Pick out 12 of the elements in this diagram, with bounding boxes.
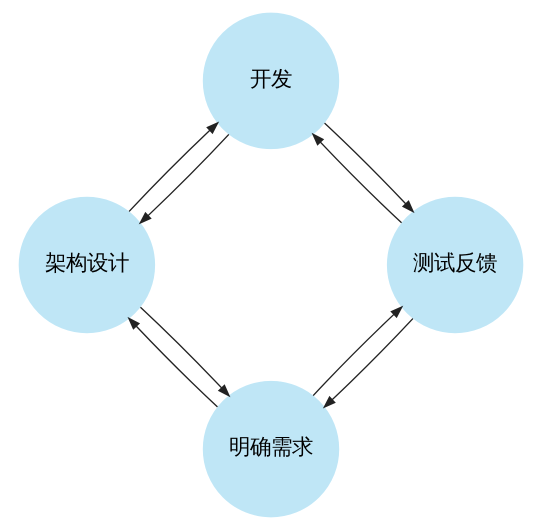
arrow xyxy=(312,132,402,224)
node-circle: 开发 xyxy=(202,12,340,150)
arrow xyxy=(128,121,220,212)
arrow xyxy=(127,316,218,408)
arrow xyxy=(140,306,230,398)
arrow xyxy=(322,318,414,409)
node-circle: 明确需求 xyxy=(202,380,340,518)
arrow xyxy=(138,134,230,224)
node-circle: 架构设计 xyxy=(18,196,156,334)
arrow xyxy=(324,122,415,214)
node-circle: 测试反馈 xyxy=(386,196,524,334)
arrow xyxy=(312,306,404,396)
